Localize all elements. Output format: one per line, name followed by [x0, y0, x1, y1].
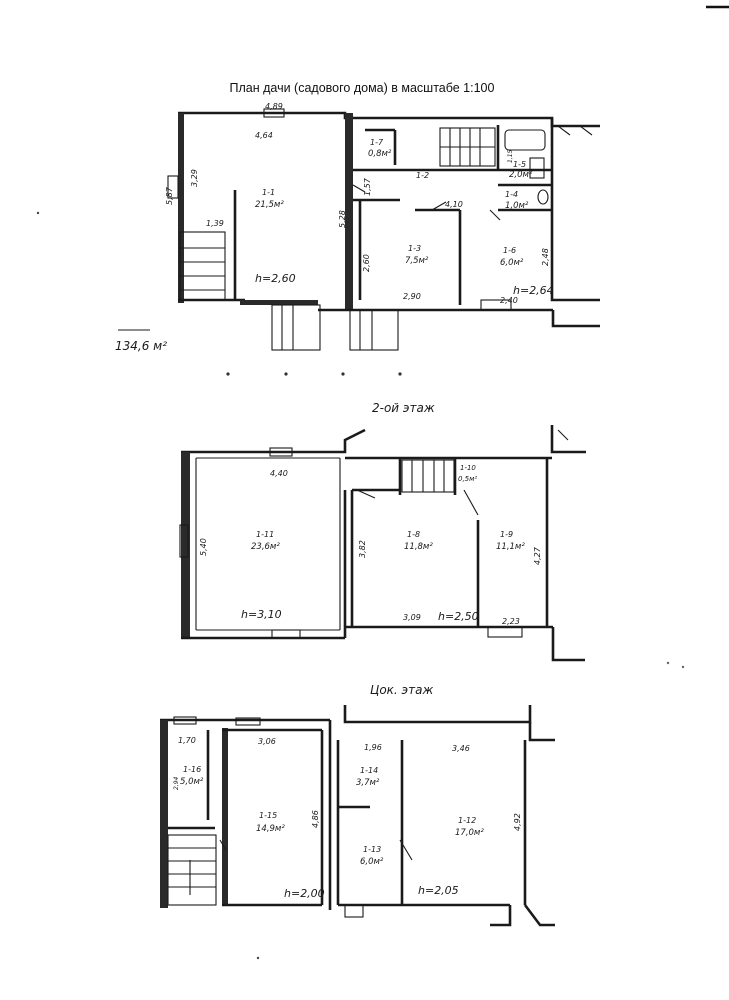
room-number: 1-2 — [416, 171, 429, 180]
dim-label: 1,57 — [363, 177, 372, 196]
room-area: 2,0м² — [509, 170, 533, 180]
dim-label: 3,82 — [358, 540, 367, 558]
dim-label: 4,64 — [255, 131, 273, 140]
room-area: 21,5м² — [255, 200, 284, 210]
room-number: 1-10 — [460, 464, 476, 472]
dim-label: 5,87 — [165, 186, 174, 205]
room-area: 3,7м² — [356, 778, 380, 788]
room-area: 6,0м² — [500, 258, 524, 268]
room-area: 0,5м² — [458, 475, 477, 483]
floor-label: Цок. этаж — [370, 683, 433, 697]
dim-label: 5,28 — [338, 210, 347, 228]
room-number: 1-8 — [407, 530, 420, 539]
dim-label: 4,40 — [270, 469, 288, 478]
dim-label: 4,86 — [311, 810, 320, 828]
dim-label: 5,40 — [199, 538, 208, 556]
dim-label: 3,06 — [258, 737, 276, 746]
ceiling-height: h=2,50 — [438, 610, 479, 623]
dim-label: 2,60 — [362, 254, 371, 272]
room-area: 6,0м² — [360, 857, 384, 867]
room-area: 5,0м² — [180, 777, 204, 787]
first-floor-plan: 4,89 4,64 5,87 3,29 1,39 1,57 5,28 4,10 … — [115, 102, 600, 376]
room-area: 0,8м² — [368, 149, 392, 159]
plan-title: План дачи (садового дома) в масштабе 1:1… — [230, 81, 495, 95]
room-number: 1-11 — [256, 530, 274, 539]
dim-label: 1,39 — [206, 219, 224, 228]
room-number: 1-3 — [408, 244, 421, 253]
dim-label: 4,27 — [533, 546, 542, 565]
total-area: 134,6 м² — [115, 339, 167, 353]
room-number: 1-6 — [503, 246, 516, 255]
dim-label: 4,92 — [513, 813, 522, 831]
room-area: 17,0м² — [455, 828, 484, 838]
dim-label: 2,90 — [403, 292, 421, 301]
room-number: 1-16 — [183, 765, 201, 774]
dim-label: 2,48 — [541, 248, 550, 266]
second-floor-plan: 2-ой этаж 4,40 — [179, 401, 586, 662]
dim-label: 3,46 — [452, 744, 470, 753]
dim-label: 3,29 — [190, 169, 199, 187]
dim-label: 4,89 — [265, 102, 283, 111]
room-number: 1-9 — [500, 530, 513, 539]
room-number: 1-7 — [370, 138, 384, 147]
dim-label: 2,40 — [500, 296, 518, 305]
room-area: 23,6м² — [251, 542, 280, 552]
dim-label: 1,96 — [364, 743, 382, 752]
room-area: 11,8м² — [404, 542, 433, 552]
basement-plan: Цок. этаж 1,70 3,06 1,96 3,4 — [160, 683, 555, 927]
room-number: 1-12 — [458, 816, 476, 825]
dim-label: 1,70 — [178, 736, 196, 745]
ceiling-height: h=2,60 — [255, 272, 296, 285]
room-area: 1,0м² — [505, 201, 529, 211]
ceiling-height: h=2,00 — [284, 887, 325, 900]
dim-label: 4,10 — [445, 200, 463, 209]
room-number: 1-13 — [363, 845, 381, 854]
dim-label: 2,23 — [502, 617, 520, 626]
dim-label: 3,09 — [403, 613, 421, 622]
dim-label: 1,15 — [507, 149, 514, 163]
room-number: 1-14 — [360, 766, 378, 775]
room-area: 7,5м² — [405, 256, 429, 266]
ceiling-height: h=3,10 — [241, 608, 282, 621]
floor-label: 2-ой этаж — [372, 401, 435, 415]
dim-label: 2,94 — [173, 776, 180, 790]
room-area: 11,1м² — [496, 542, 525, 552]
room-number: 1-4 — [505, 190, 518, 199]
ceiling-height: h=2,64 — [513, 284, 554, 297]
room-number: 1-15 — [259, 811, 277, 820]
room-number: 1-1 — [262, 188, 275, 197]
room-area: 14,9м² — [256, 824, 285, 834]
room-number: 1-5 — [513, 160, 526, 169]
ceiling-height: h=2,05 — [418, 884, 459, 897]
